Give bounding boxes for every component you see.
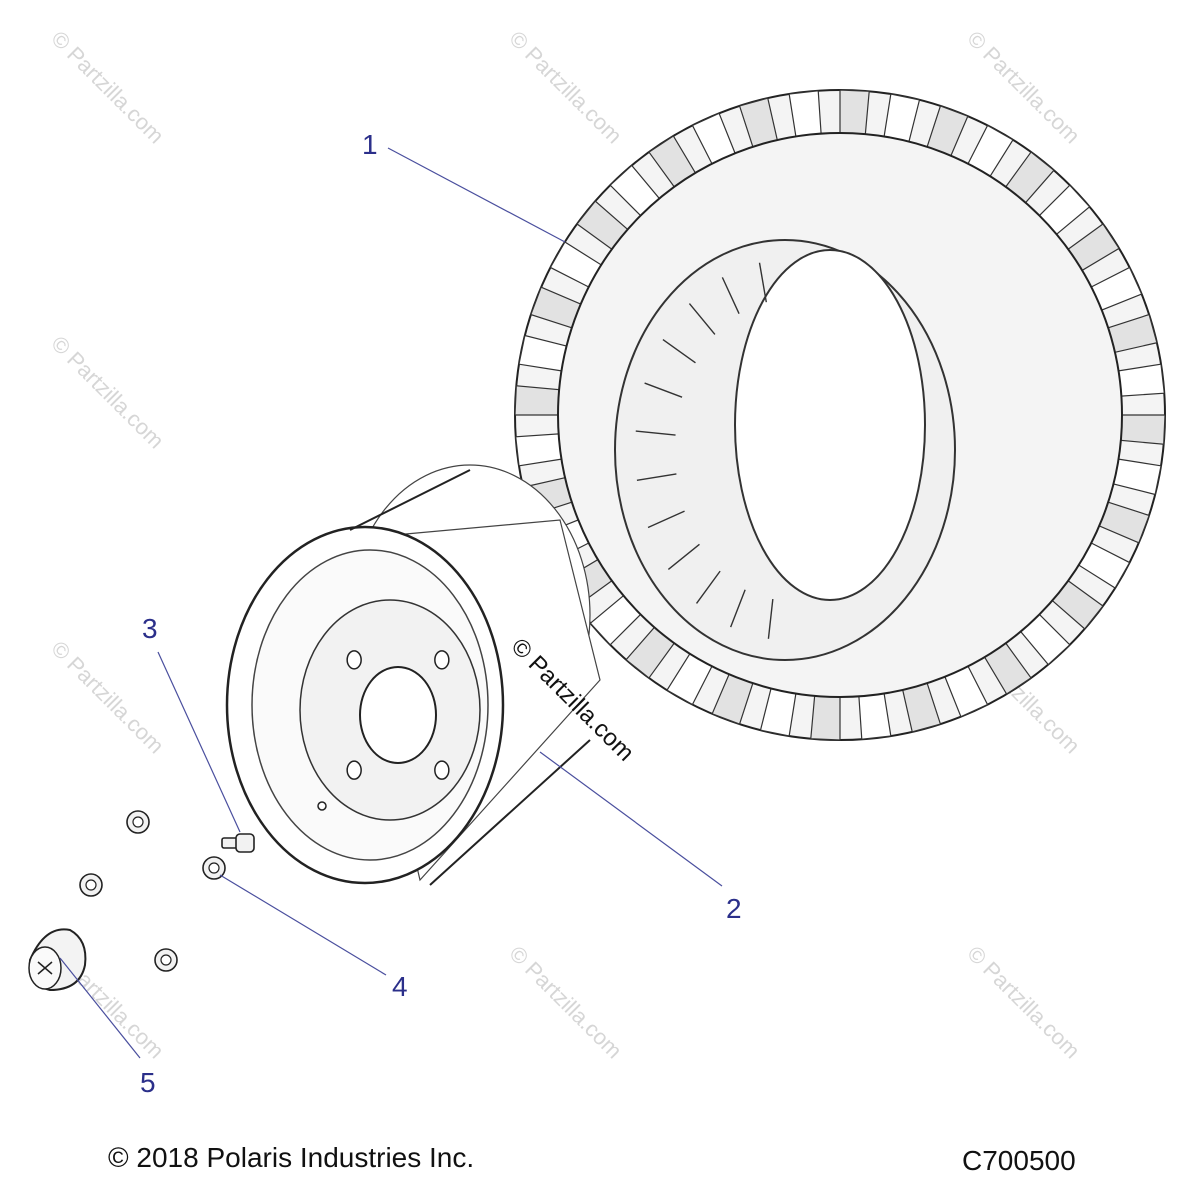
leader-line	[157, 651, 241, 833]
callout-1: 1	[362, 129, 378, 160]
tread-lug	[839, 89, 870, 135]
watermark: © Partzilla.com	[46, 636, 169, 759]
center-cap	[28, 928, 87, 992]
inner-rib	[767, 599, 774, 639]
inner-rib	[662, 339, 696, 364]
lug-nut	[154, 948, 178, 972]
watermark: © Partzilla.com	[504, 26, 627, 149]
inner-rib	[635, 430, 676, 436]
inner-rib	[667, 543, 700, 571]
tread-lug	[810, 695, 841, 741]
wheel-hub-bore	[359, 666, 437, 764]
tire-bore	[734, 249, 926, 601]
leader-line	[387, 147, 566, 243]
leader-line	[539, 751, 723, 887]
callout-4: 4	[392, 971, 408, 1002]
callout-3: 3	[142, 613, 158, 644]
lug-hole	[346, 650, 362, 670]
lug-hole	[434, 650, 450, 670]
lug-nut	[202, 856, 226, 880]
tire	[514, 89, 1166, 741]
inner-rib	[636, 473, 677, 481]
inner-rib	[721, 277, 740, 314]
lug-nut	[79, 873, 103, 897]
tire-inner-ribs	[635, 262, 774, 639]
watermark: © Partzilla.com	[46, 331, 169, 454]
valve-hole	[317, 801, 327, 811]
inner-rib	[758, 262, 767, 303]
lug-hole	[434, 760, 450, 780]
inner-rib	[729, 589, 746, 628]
lug-nut	[126, 810, 150, 834]
inner-rib	[695, 570, 721, 604]
wheel-rim	[225, 464, 601, 886]
drawing-number: C700500	[962, 1145, 1076, 1176]
tread-lug	[514, 385, 560, 416]
tread-lug	[1120, 414, 1166, 445]
inner-rib	[688, 303, 716, 335]
leader-line	[219, 874, 387, 976]
watermark: © Partzilla.com	[46, 26, 169, 149]
valve-stem	[221, 833, 255, 853]
callout-2: 2	[726, 893, 742, 924]
leader-lines	[59, 147, 723, 1059]
lug-hole	[346, 760, 362, 780]
watermark: © Partzilla.com	[504, 941, 627, 1064]
callout-numbers: 1 2 3 4 5	[140, 129, 742, 1098]
wheel-lug-holes	[346, 650, 450, 780]
callout-5: 5	[140, 1067, 156, 1098]
lug-nuts	[79, 810, 226, 972]
copyright-notice: © 2018 Polaris Industries Inc.	[108, 1142, 475, 1173]
watermark: © Partzilla.com	[962, 941, 1085, 1064]
inner-rib	[644, 382, 683, 398]
leader-line	[59, 957, 141, 1059]
inner-rib	[647, 510, 685, 529]
tire-tread	[514, 89, 1166, 741]
